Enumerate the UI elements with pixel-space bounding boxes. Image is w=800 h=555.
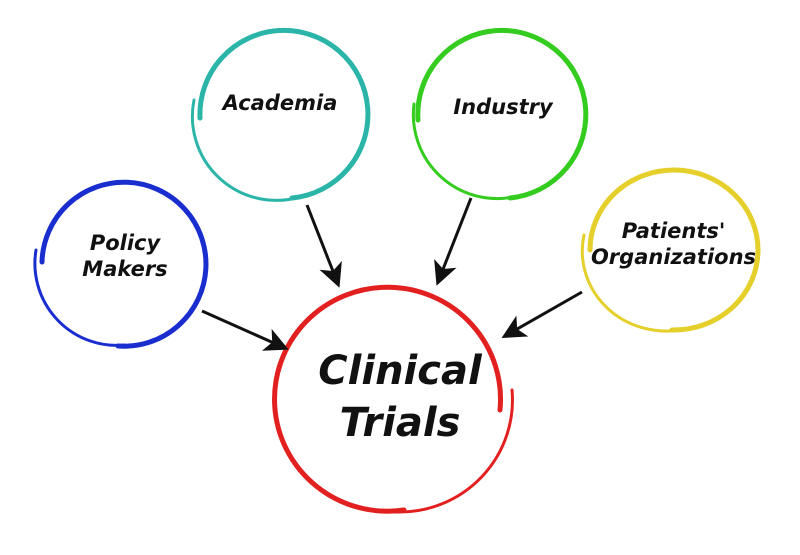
node-label-policy-makers: Policy Makers — [82, 231, 168, 282]
center-label-clinical-trials: Clinical Trials — [318, 348, 482, 446]
policy-makers-circle — [33, 179, 209, 349]
patients-organizations-circle — [580, 167, 761, 333]
arrow-patients-to-center — [501, 290, 583, 338]
arrow-industry-to-center — [434, 197, 473, 286]
academia-circle — [190, 27, 371, 202]
node-label-academia: Academia — [222, 91, 338, 115]
node-label-patients-organizations: Patients' Organizations — [590, 219, 757, 270]
clinical-trials-circle — [272, 284, 514, 514]
arrow-academia-to-center — [305, 204, 342, 288]
node-label-industry: Industry — [453, 95, 553, 119]
industry-circle — [411, 27, 589, 201]
arrow-policy-to-center — [201, 309, 289, 351]
